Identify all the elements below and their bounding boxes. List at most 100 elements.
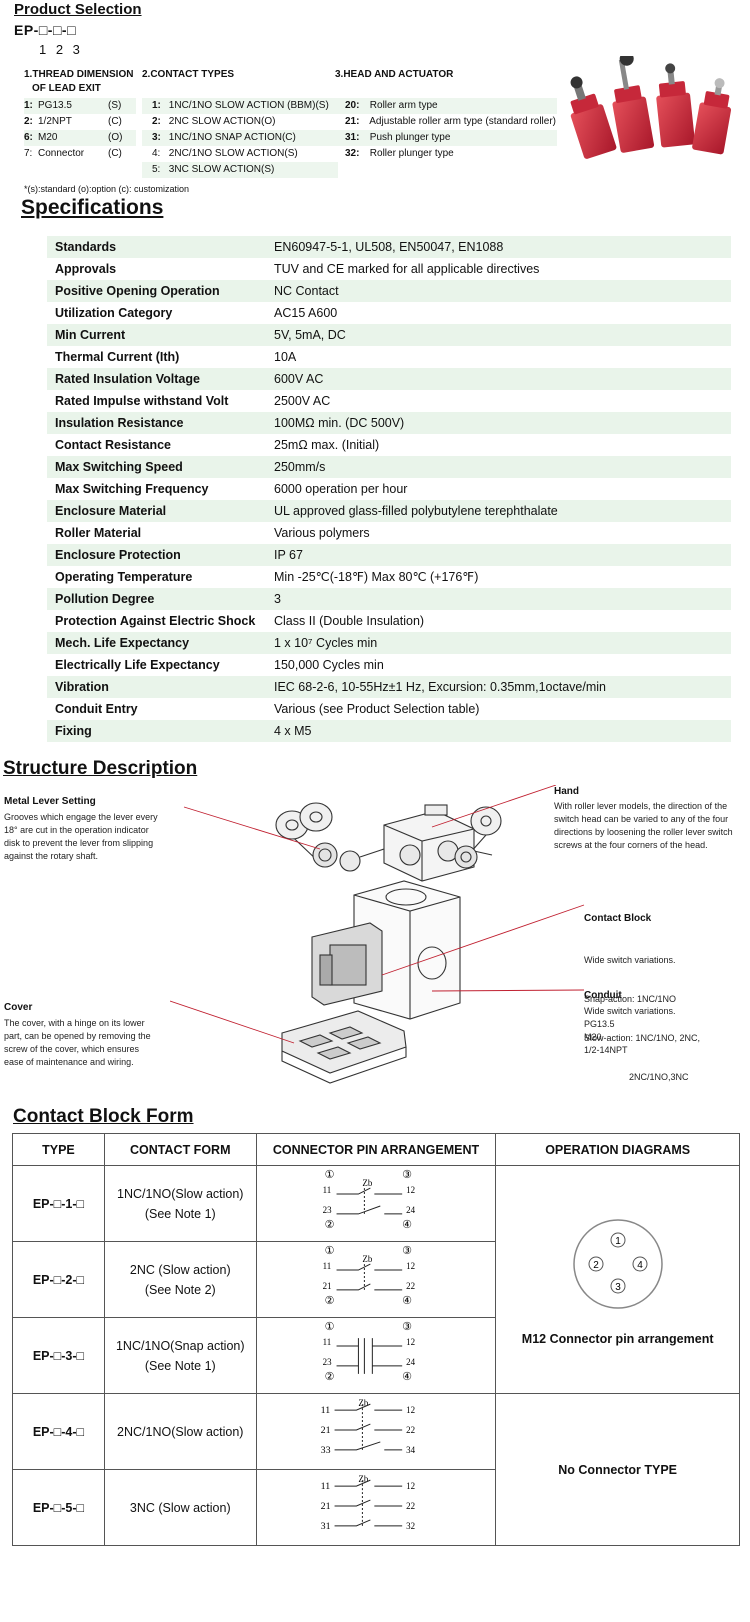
contact-block-annotation: Contact Block Wide switch variations. Sn… — [584, 913, 746, 1110]
head-actuator-heading: 3.HEAD AND ACTUATOR — [335, 69, 454, 80]
ann-line: Wide switch variations. — [584, 1006, 676, 1016]
header-contact-form: CONTACT FORM — [103, 1133, 257, 1166]
contact-types-heading: 2.CONTACT TYPES — [142, 69, 235, 80]
spec-value: Min -25℃(-18℉) Max 80℃ (+176℉) — [274, 570, 479, 584]
pin-arrangement-cell: ① ③ 11 12 23 24 ② ④ — [255, 1317, 497, 1394]
head-item: 21: Adjustable roller arm type (standard… — [345, 116, 556, 127]
spec-label: Contact Resistance — [55, 438, 172, 452]
m12-pin: 1 — [615, 1236, 621, 1247]
spec-value: 1 x 10⁷ Cycles min — [274, 636, 378, 650]
table-row: EP-□-2-□ 2NC (Slow action) (See Note 2) … — [12, 1241, 740, 1318]
contact-form-note: (See Note 2) — [144, 1282, 216, 1297]
spec-row: Standards EN60947-5-1, UL508, EN50047, EN… — [47, 236, 731, 258]
spec-value: EN60947-5-1, UL508, EN50047, EN1088 — [274, 240, 504, 254]
spec-label: Utilization Category — [55, 306, 173, 320]
spec-row: Enclosure Protection IP 67 — [47, 544, 731, 566]
ann-line: Slow-action: 1NC/1NO, 2NC, — [584, 1033, 701, 1043]
terminal-label: 11 — [320, 1481, 330, 1492]
metal-lever-annotation: Metal Lever Setting Grooves which engage… — [4, 796, 184, 863]
pin-diagram-2nc: ① ③ Zb 11 12 21 22 ② ④ — [322, 1245, 415, 1307]
contact-type-item: 4: 2NC/1NO SLOW ACTION(S) — [152, 148, 298, 159]
terminal-label: 22 — [406, 1425, 415, 1435]
type-cell: EP-□-5-□ — [12, 1469, 105, 1546]
metal-lever-title: Metal Lever Setting — [4, 796, 96, 807]
contact-form-line: 2NC/1NO(Slow action) — [117, 1424, 244, 1439]
spec-label: Insulation Resistance — [55, 416, 184, 430]
spec-value: 100MΩ min. (DC 500V) — [274, 416, 405, 430]
m12-diagram-cell: 1 2 3 4 M12 Connector pin arrangement — [495, 1165, 740, 1394]
cover-title: Cover — [4, 1002, 33, 1013]
table-row: EP-□-1-□ 1NC/1NO(Slow action) (See Note … — [12, 1165, 740, 1394]
spec-value: 600V AC — [274, 372, 324, 386]
contact-form-line: 2NC (Slow action) — [129, 1262, 231, 1277]
selection-footnote: *(s):standard (o):option (c): customizat… — [24, 184, 190, 194]
ann-line: switch head can be varied to any of the … — [554, 814, 729, 824]
pin-label: ① — [324, 1245, 334, 1257]
conduit-annotation: Conduit Wide switch variations. PG13.5 M… — [584, 990, 746, 1057]
contact-block-title: Contact Block — [584, 913, 652, 924]
terminal-label: 12 — [406, 1481, 415, 1491]
ann-line: Snap-action: 1NC/1NO — [584, 994, 677, 1004]
ann-line: Wide switch variations. — [584, 955, 676, 965]
spec-label: Conduit Entry — [55, 702, 138, 716]
m12-pin: 3 — [615, 1282, 621, 1293]
ann-line: PG13.5 — [584, 1019, 615, 1029]
pin-label: ③ — [402, 1321, 412, 1333]
terminal-label: 12 — [406, 1261, 415, 1271]
table-header-row: TYPE CONTACT FORM CONNECTOR PIN ARRANGEM… — [12, 1133, 740, 1166]
terminal-label: 12 — [406, 1337, 415, 1347]
ann-line: M20 — [584, 1032, 602, 1042]
spec-label: Pollution Degree — [55, 592, 155, 606]
table-row: EP-□-3-□ 1NC/1NO(Snap action) (See Note … — [12, 1317, 740, 1394]
spec-label: Fixing — [55, 724, 92, 738]
spec-value: Class II (Double Insulation) — [274, 614, 425, 628]
terminal-label: 11 — [322, 1261, 331, 1271]
pin-diagram-2nc-1no: Zb 11 12 21 22 33 34 — [320, 1398, 415, 1456]
m12-pin: 2 — [593, 1260, 599, 1271]
contact-form-line: 1NC/1NO(Snap action) — [115, 1338, 245, 1353]
table-row: EP-□-4-□ 2NC/1NO(Slow action) Zb 11 12 2… — [12, 1393, 740, 1546]
zb-label: Zb — [362, 1178, 372, 1188]
spec-label: Vibration — [55, 680, 109, 694]
type-cell: EP-□-2-□ — [12, 1241, 105, 1318]
pin-label: ④ — [402, 1371, 412, 1383]
contact-form-note: (See Note 1) — [144, 1206, 216, 1221]
table-row: EP-□-5-□ 3NC (Slow action) Zb 11 12 21 2… — [12, 1469, 740, 1546]
m12-pin: 4 — [637, 1260, 643, 1271]
thread-item: 2:1/2NPT(C) — [24, 116, 122, 127]
terminal-label: 34 — [406, 1445, 415, 1455]
spec-value: IP 67 — [274, 548, 303, 562]
contact-type-item: 5: 3NC SLOW ACTION(S) — [142, 162, 338, 178]
pin-label: ① — [324, 1169, 334, 1181]
spec-label: Max Switching Speed — [55, 460, 183, 474]
spec-label: Standards — [55, 240, 117, 254]
spec-label: Enclosure Protection — [55, 548, 181, 562]
spec-value: 25mΩ max. (Initial) — [274, 438, 380, 452]
thread-item: 1:PG13.5(S) — [24, 98, 136, 114]
spec-value: Various polymers — [274, 526, 370, 540]
cover-annotation: Cover The cover, with a hinge on its low… — [4, 1002, 174, 1069]
pin-arrangement-cell: Zb 11 12 21 22 33 34 — [255, 1393, 497, 1470]
ann-line: screw of the cover, which ensures — [4, 1044, 140, 1054]
spec-value: AC15 A600 — [274, 306, 338, 320]
pin-diagram-3nc: Zb 11 12 21 22 31 32 — [320, 1474, 415, 1532]
specifications-title: Specifications — [21, 196, 164, 219]
head-item: 32: Roller plunger type — [345, 148, 454, 159]
terminal-label: 21 — [322, 1281, 331, 1291]
terminal-label: 21 — [320, 1425, 330, 1436]
spec-label: Positive Opening Operation — [55, 284, 220, 298]
contact-form-line: 3NC (Slow action) — [129, 1500, 231, 1515]
zb-label: Zb — [358, 1474, 368, 1484]
terminal-label: 24 — [406, 1357, 415, 1367]
